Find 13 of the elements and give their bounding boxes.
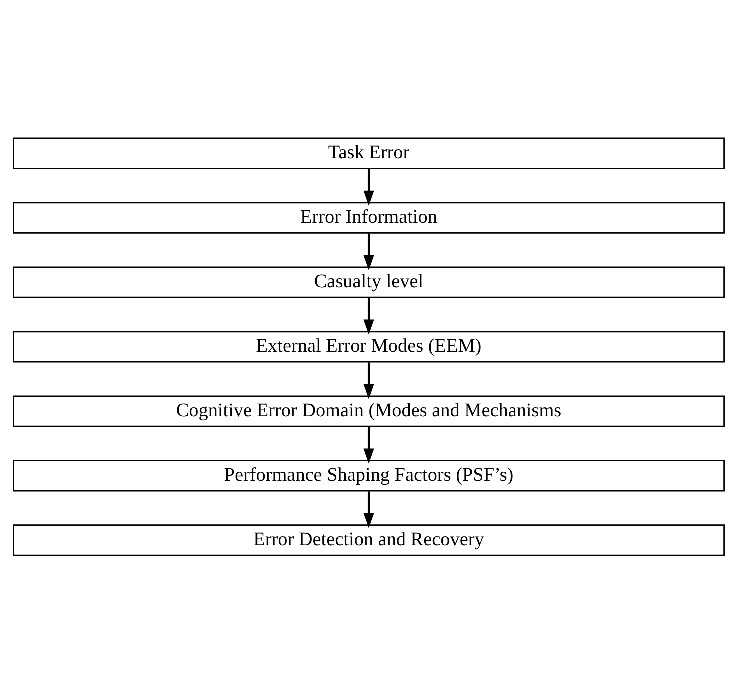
- arrow: [364, 426, 374, 464]
- arrow: [364, 233, 374, 270]
- arrow: [364, 298, 374, 334]
- node-box: External Error Modes (EEM): [13, 330, 725, 362]
- node-box: Error Information: [13, 202, 725, 234]
- node-box: Casualty level: [13, 266, 725, 298]
- arrow: [364, 168, 374, 206]
- node-box: Task Error: [13, 137, 725, 169]
- node-box: Performance Shaping Factors (PSF’s): [13, 460, 725, 492]
- node-box: Cognitive Error Domain (Modes and Mechanisms: [13, 395, 725, 427]
- arrow: [364, 362, 374, 399]
- node-box: Error Detection and Recovery: [13, 524, 725, 556]
- arrow: [364, 491, 374, 528]
